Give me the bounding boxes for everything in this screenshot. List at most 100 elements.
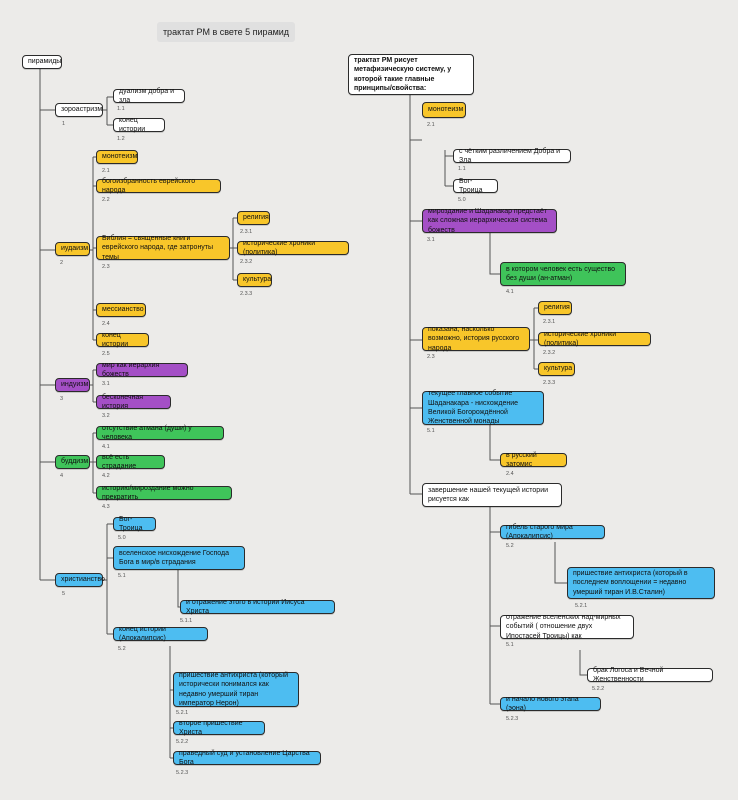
r-current-event-label: текущее главное событие Шаданакара - нис… [428,390,519,426]
zoroastrianism-num: 1 [62,121,66,127]
right-root-node[interactable]: трактат РМ рисует метафизическую систему… [348,54,474,95]
bud-stop-num: 4.3 [102,504,110,510]
buddhism-label: буддизм [61,458,89,466]
bud-anatman-node[interactable]: отсутствие атмана (души) у человека [96,424,224,441]
jud-culture-node[interactable]: культура [237,273,272,287]
r-old-world-num: 5.2 [506,543,514,549]
chr-second-coming-node[interactable]: второе пришествие Христа [173,719,265,736]
zoro-end-history-label: конец истории [119,116,146,133]
bud-suffering-node[interactable]: всё есть страдание [96,453,165,470]
buddhism-node[interactable]: буддизм [55,455,90,469]
r-antichrist-node[interactable]: пришествие антихриста (который в последн… [567,567,715,599]
chr-judgment-label: праведный суд и установление Царства Бог… [179,749,310,766]
christianity-node[interactable]: христианство [55,573,105,587]
chr-antichrist-node[interactable]: пришествие антихриста (который историчес… [173,672,299,707]
r-end-history-label: завершение нашей текущей истории рисуетс… [428,486,549,503]
r-good-evil-node[interactable]: с чётким различением Добра и Зла [453,148,571,164]
jud-culture-num: 2.3.3 [240,291,253,297]
ind-hierarchy-label: мир как иерархия божеств [102,361,160,378]
jud-bible-num: 2.3 [102,264,110,270]
r-reflection-node[interactable]: отражение вселенских над-мирных событий … [500,613,634,640]
zoro-dualism-num: 1.1 [117,106,125,112]
bud-suffering-num: 4.2 [102,473,110,479]
jud-monotheism-node[interactable]: монотеизм [96,150,138,164]
r-religion-node[interactable]: религия [538,301,572,315]
chr-second-coming-num: 5.2.2 [176,739,189,745]
r-universe-node[interactable]: мироздание и Шаданакар предстаёт как сло… [422,208,557,234]
jud-religion-node[interactable]: религия [237,211,270,225]
chr-descent-label: вселенское нисхождение Господа Бога в ми… [119,549,230,566]
r-marriage-node[interactable]: брак Логоса и Вечной Женственности [587,666,713,683]
r-chronicles-num: 2.3.2 [543,350,556,356]
ind-hierarchy-node[interactable]: мир как иерархия божеств [96,361,188,378]
jud-messianism-node[interactable]: мессианство [96,303,146,317]
r-end-history-node[interactable]: завершение нашей текущей истории рисуетс… [422,483,562,507]
r-reflection-label: отражение вселенских над-мирных событий … [506,613,621,640]
ind-endless-label: бесконечная история [102,393,144,410]
r-no-soul-node[interactable]: в котором человек есть существо без души… [500,262,626,286]
left-root-node[interactable]: пирамиды [22,55,62,69]
zoro-end-history-node[interactable]: конец истории [113,116,165,133]
r-monotheism-node[interactable]: монотеизм [422,102,466,118]
chr-descent-num: 5.1 [118,573,126,579]
chr-second-coming-label: второе пришествие Христа [179,719,243,736]
jud-monotheism-num: 2.1 [102,168,110,174]
chr-jesus-num: 5.1.1 [180,618,193,624]
hinduism-node[interactable]: индуизм [55,378,90,392]
chr-judgment-num: 5.2.3 [176,770,189,776]
jud-bible-node[interactable]: Библия = священные книги еврейского наро… [96,235,230,261]
chr-descent-node[interactable]: вселенское нисхождение Господа Бога в ми… [113,546,245,570]
bud-anatman-label: отсутствие атмана (души) у человека [102,424,192,441]
ind-endless-num: 3.2 [102,413,110,419]
r-zatomis-node[interactable]: в русский затомис [500,451,567,468]
chr-trinity-num: 5.0 [118,535,126,541]
r-trinity-num: 5.0 [458,197,466,203]
r-old-world-label: гибель старого мира (Апокалипсис) [506,523,573,540]
chr-antichrist-num: 5.2.1 [176,710,189,716]
zoroastrianism-node[interactable]: зороастризм [55,103,103,117]
zoro-dualism-node[interactable]: дуализм добра и зла [113,87,185,104]
judaism-node[interactable]: иудаизм [55,242,90,256]
r-trinity-node[interactable]: Бог-Троица [453,177,498,194]
zoroastrianism-label: зороастризм [61,106,103,114]
r-zatomis-label: в русский затомис [506,451,537,468]
r-current-event-node[interactable]: текущее главное событие Шаданакара - нис… [422,390,544,426]
ind-hierarchy-num: 3.1 [102,381,110,387]
ind-endless-node[interactable]: бесконечная история [96,393,171,410]
r-no-soul-label: в котором человек есть существо без души… [506,265,616,282]
jud-chosen-node[interactable]: богоизбранность еврейского народа [96,178,221,194]
r-old-world-node[interactable]: гибель старого мира (Апокалипсис) [500,523,605,540]
r-chronicles-node[interactable]: исторические хроники (политика) [538,331,651,347]
christianity-label: христианство [61,576,105,584]
chr-jesus-node[interactable]: и отражение этого в истории Иисуса Христ… [180,598,335,615]
chr-apocalypse-num: 5.2 [118,646,126,652]
jud-culture-label: культура [243,276,272,284]
page-title: трактат РМ в свете 5 пирамид [157,22,295,42]
judaism-label: иудаизм [61,245,89,253]
r-zatomis-num: 2.4 [506,471,514,477]
jud-end-history-label: конец истории [102,331,129,348]
zoro-end-history-num: 1.2 [117,136,125,142]
r-trinity-label: Бог-Троица [459,177,483,194]
r-new-eon-node[interactable]: и начало нового этапа (эона) [500,696,601,712]
r-culture-node[interactable]: культура [538,362,575,376]
r-russian-history-num: 2.3 [427,354,435,360]
jud-messianism-num: 2.4 [102,321,110,327]
bud-suffering-label: всё есть страдание [102,453,137,470]
chr-judgment-node[interactable]: праведный суд и установление Царства Бог… [173,749,321,766]
chr-jesus-label: и отражение этого в истории Иисуса Христ… [186,598,305,615]
zoro-dualism-label: дуализм добра и зла [119,87,174,104]
jud-messianism-label: мессианство [102,306,144,314]
r-marriage-label: брак Логоса и Вечной Женственности [593,666,664,683]
chr-apocalypse-node[interactable]: конец истории (Апокалипсис) [113,626,208,642]
hinduism-label: индуизм [61,381,89,389]
jud-chronicles-node[interactable]: исторические хроники (политика) [237,240,349,256]
r-universe-num: 3.1 [427,237,435,243]
bud-stop-node[interactable]: историю/мироздание можно прекратить [96,485,232,501]
r-russian-history-node[interactable]: показана, насколько возможно, история ру… [422,326,530,352]
chr-trinity-node[interactable]: Бог-Троица [113,516,156,532]
r-culture-num: 2.3.3 [543,380,556,386]
jud-end-history-node[interactable]: конец истории [96,331,149,348]
buddhism-num: 4 [60,473,64,479]
